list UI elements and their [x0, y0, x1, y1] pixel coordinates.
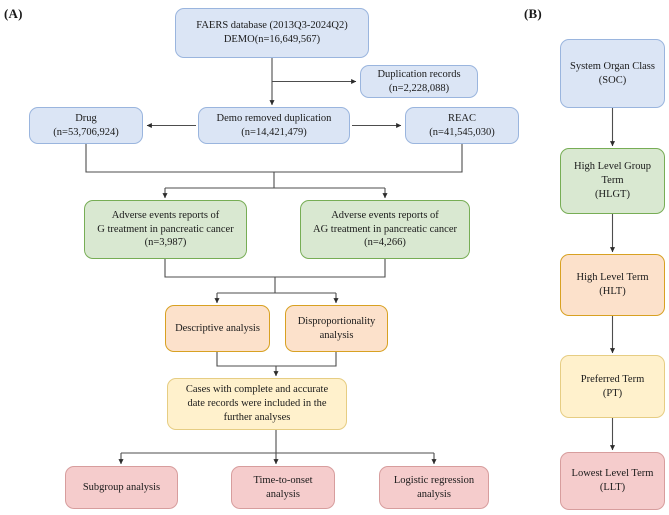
time-to-onset-analysis-node: Time-to-onset analysis: [231, 466, 335, 509]
reac-node-label: REAC (n=41,545,030): [429, 112, 495, 138]
logistic-regression-analysis-node: Logistic regression analysis: [379, 466, 489, 509]
disproportionality-analysis-node: Disproportionality analysis: [285, 305, 388, 352]
panel-a-label: (A): [4, 6, 23, 21]
demo-removed-duplication-node-label: Demo removed duplication (n=14,421,479): [216, 112, 332, 138]
descriptive-analysis-node-label: Descriptive analysis: [175, 322, 260, 334]
lowest-level-term-node-label: Lowest Level Term (LLT): [571, 468, 654, 493]
reac-node: REAC (n=41,545,030): [405, 107, 519, 144]
lowest-level-term-node: Lowest Level Term (LLT): [560, 452, 665, 510]
drug-node-label: Drug (n=53,706,924): [53, 112, 119, 138]
high-level-term-node: High Level Term (HLT): [560, 254, 665, 316]
demo-removed-duplication-node: Demo removed duplication (n=14,421,479): [198, 107, 350, 144]
preferred-term-node-label: Preferred Term (PT): [580, 373, 645, 399]
drug-node: Drug (n=53,706,924): [29, 107, 143, 144]
duplication-records-node: Duplication records (n=2,228,088): [360, 65, 478, 98]
high-level-group-term-node-label: High Level Group Term (HLGT): [574, 161, 651, 200]
duplication-records-node-label: Duplication records (n=2,228,088): [377, 68, 461, 94]
high-level-group-term-node: High Level Group Term (HLGT): [560, 148, 665, 214]
adverse-events-g-node-label: Adverse events reports of G treatment in…: [97, 209, 234, 249]
time-to-onset-analysis-node-label: Time-to-onset analysis: [253, 474, 313, 500]
faers-database-node: FAERS database (2013Q3-2024Q2) DEMO(n=16…: [175, 8, 369, 58]
edge-orange-merge-bar: [216, 352, 337, 367]
edge-ae-merge-bar: [164, 259, 386, 278]
adverse-events-ag-node-label: Adverse events reports of AG treatment i…: [312, 209, 457, 249]
system-organ-class-node: System Organ Class (SOC): [560, 39, 665, 108]
adverse-events-ag-node: Adverse events reports of AG treatment i…: [300, 200, 470, 259]
subgroup-analysis-node: Subgroup analysis: [65, 466, 178, 509]
cases-complete-records-node-label: Cases with complete and accurate date re…: [185, 384, 329, 423]
subgroup-analysis-node-label: Subgroup analysis: [82, 481, 161, 493]
adverse-events-g-node: Adverse events reports of G treatment in…: [84, 200, 247, 259]
preferred-term-node: Preferred Term (PT): [560, 355, 665, 418]
system-organ-class-node-label: System Organ Class (SOC): [570, 60, 655, 86]
descriptive-analysis-node: Descriptive analysis: [165, 305, 270, 352]
high-level-term-node-label: High Level Term (HLT): [576, 272, 649, 297]
panel-b-label: (B): [524, 6, 542, 21]
logistic-regression-analysis-node-label: Logistic regression analysis: [393, 474, 475, 500]
faers-database-node-label: FAERS database (2013Q3-2024Q2) DEMO(n=16…: [196, 20, 348, 45]
disproportionality-analysis-node-label: Disproportionality analysis: [297, 315, 376, 341]
cases-complete-records-node: Cases with complete and accurate date re…: [167, 378, 347, 430]
edge-drug-down: [85, 144, 463, 173]
